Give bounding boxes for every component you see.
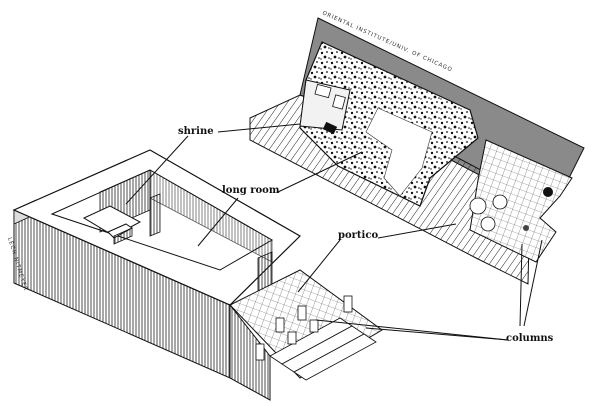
ruin-shrine-floor bbox=[299, 79, 351, 131]
leader-columns-a bbox=[315, 319, 509, 341]
ruin-column-base bbox=[523, 225, 529, 231]
leader-columns-c bbox=[519, 243, 523, 327]
column-stub bbox=[343, 295, 353, 313]
ruin-block bbox=[332, 94, 346, 110]
leader-longroom-ruin bbox=[277, 151, 363, 193]
portico-steps bbox=[269, 317, 377, 381]
leader-shrine-ruin bbox=[217, 123, 301, 133]
label-portico: portico bbox=[338, 230, 378, 241]
ruin-block bbox=[322, 121, 338, 135]
column-stub bbox=[309, 319, 319, 333]
portico-columns bbox=[255, 295, 353, 361]
label-shrine: shrine bbox=[178, 126, 214, 137]
partition-wall bbox=[149, 193, 161, 237]
excavated-ruin-view: ORIENTAL INSTITUTE/UNIV. OF CHICAGO bbox=[249, 10, 585, 285]
column-stub bbox=[297, 305, 307, 321]
column-stub bbox=[255, 343, 265, 361]
leader-lines bbox=[125, 123, 543, 341]
leader-shrine-iso bbox=[125, 135, 189, 205]
leader-columns-d bbox=[523, 239, 543, 327]
ruin-paved-court bbox=[469, 139, 573, 263]
leader-columns-b bbox=[365, 327, 509, 341]
ruin-well bbox=[543, 187, 553, 197]
leader-portico-iso bbox=[297, 239, 341, 293]
portico-front-face bbox=[229, 303, 271, 401]
label-columns: columns bbox=[506, 333, 554, 344]
column-stub bbox=[275, 317, 285, 333]
ruin-block bbox=[314, 83, 332, 99]
leader-portico-ruin bbox=[377, 223, 457, 239]
isometric-reconstruction: LECH NITMEYER bbox=[6, 149, 383, 401]
ruin-column-base bbox=[469, 197, 487, 215]
leader-longroom-iso bbox=[197, 197, 239, 247]
label-long-room: long room bbox=[222, 185, 280, 196]
column-stub bbox=[287, 331, 297, 345]
ruin-column-base bbox=[480, 216, 496, 232]
shrine-block-side bbox=[113, 227, 133, 245]
ruin-column-base bbox=[492, 194, 508, 210]
ruin-clearing bbox=[365, 107, 433, 197]
